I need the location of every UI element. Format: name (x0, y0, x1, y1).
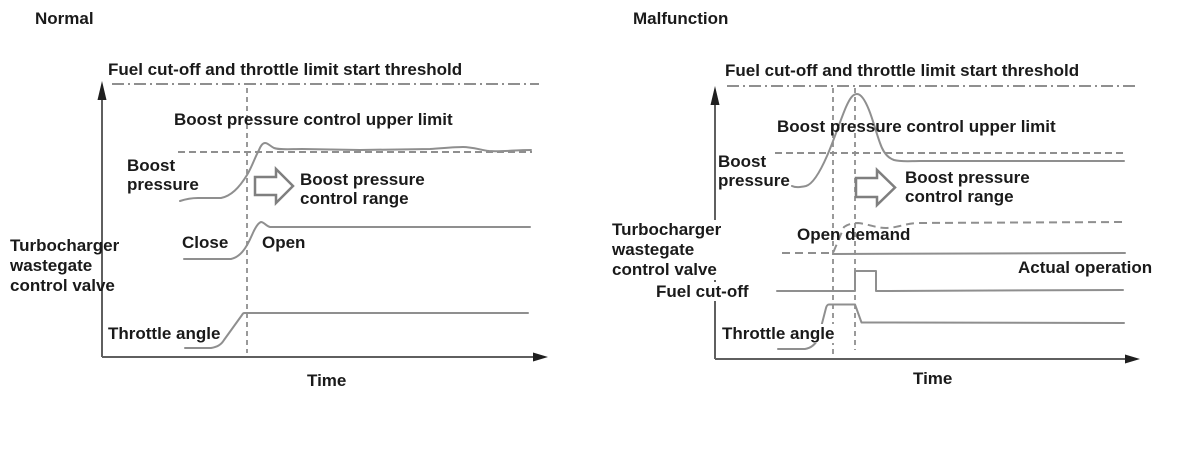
normal-valve-label-line2: wastegate (10, 256, 93, 275)
malfunction-valve-label-line1: Turbocharger (612, 220, 722, 239)
normal-range-label-line2: control range (300, 189, 409, 208)
normal-boost-trace (179, 142, 532, 202)
malfunction-panel-title: Malfunction (633, 9, 729, 28)
normal-valve-label-line3: control valve (10, 276, 115, 295)
malfunction-actual-operation-label: Actual operation (1018, 258, 1153, 277)
normal-panel-lines (97, 81, 548, 362)
malfunction-boost-label: Boost pressure (718, 152, 790, 190)
malfunction-throttle-label: Throttle angle (720, 324, 837, 343)
normal-valve-label-line1: Turbocharger (10, 236, 120, 255)
malfunction-fuel-cutoff-trace (776, 270, 1124, 292)
normal-time-label: Time (307, 371, 347, 390)
malfunction-fuel-cutoff-label: Fuel cut-off (654, 282, 751, 301)
normal-y-axis-arrow-icon (97, 81, 107, 100)
malfunction-boost-trace (791, 93, 1125, 189)
malfunction-actual-operation-trace (832, 252, 1126, 255)
normal-threshold-label: Fuel cut-off and throttle limit start th… (108, 60, 463, 79)
normal-throttle-label: Throttle angle (108, 324, 221, 343)
malfunction-throttle-trace (777, 303, 1125, 350)
normal-x-axis-arrow-icon (533, 352, 548, 362)
normal-throttle-trace (184, 312, 529, 349)
malfunction-valve-label-line3: control valve (612, 260, 717, 279)
normal-valve-label: Turbocharger wastegate control valve (10, 236, 119, 296)
malfunction-boost-label-line1: Boost (718, 152, 767, 171)
normal-wastegate-trace (183, 221, 531, 260)
malfunction-x-axis-arrow-icon (1125, 354, 1140, 364)
normal-upper-limit-label: Boost pressure control upper limit (174, 110, 453, 129)
malfunction-y-axis-arrow-icon (710, 86, 720, 105)
malfunction-time-label: Time (913, 369, 953, 388)
malfunction-panel-lines (710, 85, 1140, 364)
normal-close-label: Close (182, 233, 229, 252)
normal-open-label: Open (262, 233, 306, 252)
malfunction-valve-label: Turbocharger wastegate control valve (610, 220, 724, 280)
malfunction-open-demand-trace (782, 221, 1124, 254)
malfunction-threshold-label: Fuel cut-off and throttle limit start th… (725, 61, 1080, 80)
normal-panel-title: Normal (35, 9, 94, 28)
normal-range-arrow-icon (253, 165, 295, 207)
malfunction-range-label-line1: Boost pressure (905, 168, 1030, 187)
malfunction-upper-limit-label: Boost pressure control upper limit (777, 117, 1056, 136)
malfunction-range-label-line2: control range (905, 187, 1014, 206)
normal-range-label: Boost pressure control range (300, 170, 425, 208)
malfunction-range-label: Boost pressure control range (905, 168, 1030, 206)
normal-boost-label-line2: pressure (127, 175, 199, 194)
normal-range-label-line1: Boost pressure (300, 170, 425, 189)
malfunction-range-arrow-icon (854, 167, 897, 208)
normal-boost-label: Boost pressure (127, 156, 199, 194)
malfunction-valve-label-line2: wastegate (612, 240, 695, 259)
normal-boost-label-line1: Boost (127, 156, 176, 175)
malfunction-boost-label-line2: pressure (718, 171, 790, 190)
malfunction-open-demand-label: Open demand (797, 225, 911, 244)
